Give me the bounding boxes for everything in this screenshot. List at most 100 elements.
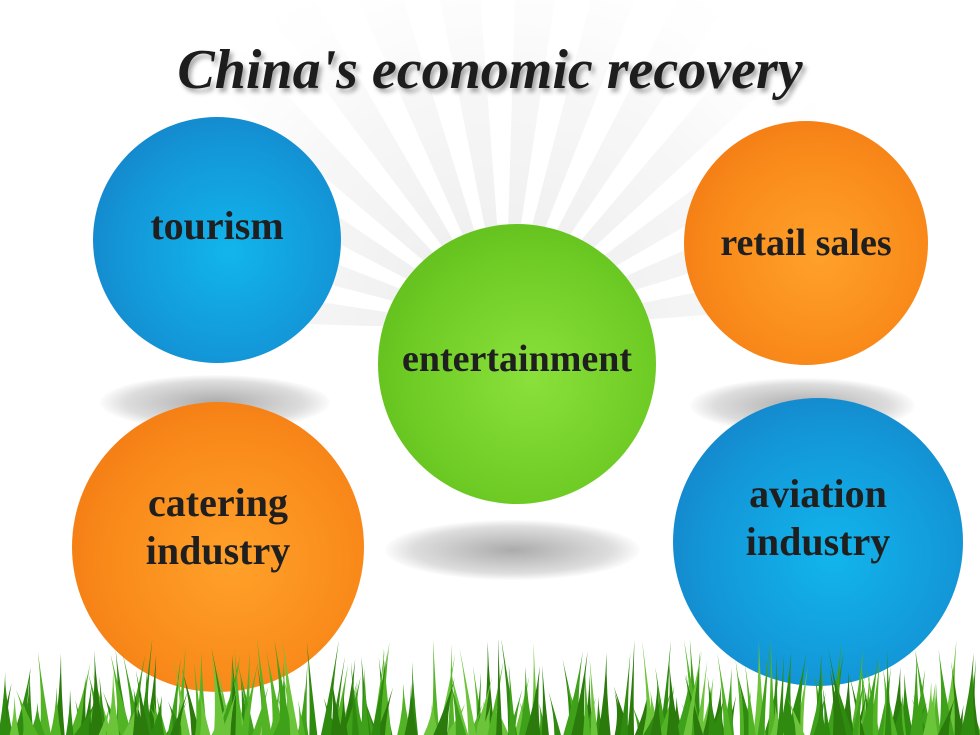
grass-blade — [122, 692, 143, 735]
grass-blade — [744, 663, 756, 735]
bubble-label: tourism — [150, 203, 284, 248]
grass-blade — [269, 680, 281, 735]
grass-blade — [778, 651, 793, 735]
grass-blade — [330, 677, 343, 735]
grass-blade — [65, 689, 74, 735]
grass-blade — [239, 659, 259, 735]
grass-blade — [371, 649, 388, 735]
grass-blade — [298, 700, 306, 735]
grass-blade — [468, 704, 483, 735]
grass-blade — [735, 659, 748, 735]
grass-blade — [404, 683, 418, 735]
grass-blade — [884, 648, 892, 735]
grass-blade — [106, 670, 120, 735]
grass-blade — [583, 670, 591, 735]
grass-blade — [501, 640, 518, 735]
grass-blade — [79, 675, 86, 735]
grass-blade — [890, 696, 904, 735]
grass-blade — [717, 653, 732, 735]
grass-blade — [375, 687, 394, 735]
bubble-label-line: industry — [145, 528, 291, 573]
grass-blade — [343, 676, 361, 735]
grass-blade — [538, 703, 549, 735]
grass-blade — [487, 660, 504, 735]
shadow-entertainment — [385, 520, 640, 580]
grass-blade — [0, 671, 8, 735]
grass-blade — [548, 692, 561, 735]
grass-blade — [9, 695, 19, 735]
grass-blade — [951, 661, 964, 735]
bubble-aviation-industry: aviation industry — [673, 398, 963, 686]
grass-blade — [459, 647, 477, 735]
grass-blade — [433, 677, 456, 735]
grass-blade — [496, 640, 503, 735]
grass-blade — [757, 640, 771, 735]
grass-blade — [74, 700, 96, 735]
grass-blade — [252, 686, 269, 735]
bubble-entertainment: entertainment — [378, 224, 656, 504]
grass-blade — [674, 680, 690, 735]
grass-blade — [655, 666, 668, 735]
grass-blade — [851, 675, 865, 735]
grass-border — [0, 640, 980, 735]
grass-blade — [69, 662, 91, 735]
grass-blade — [922, 681, 936, 735]
grass-blade — [776, 653, 785, 735]
grass-blade — [445, 703, 466, 735]
grass-blade — [479, 702, 492, 735]
bubble-label-line: industry — [745, 519, 891, 564]
bubble-tourism: tourism — [93, 117, 341, 363]
grass-blade — [220, 689, 237, 735]
grass-blade — [768, 640, 776, 735]
grass-blade — [15, 689, 39, 735]
grass-blade — [860, 654, 869, 735]
grass-blade — [794, 665, 808, 735]
grass-blade — [822, 685, 831, 735]
grass-blade — [541, 665, 549, 735]
grass-blade — [256, 640, 272, 735]
bubble-label: retail sales — [720, 222, 892, 264]
grass-blade — [89, 650, 105, 735]
grass-blade — [955, 704, 964, 735]
grass-blade — [306, 640, 318, 735]
bubble-label: entertainment — [401, 338, 633, 380]
bubble-label-line: catering — [148, 480, 288, 525]
grass-blade — [736, 671, 756, 735]
grass-blade — [237, 661, 256, 735]
grass-blade — [709, 697, 725, 735]
grass-blade — [914, 648, 933, 735]
grass-blade — [620, 652, 631, 735]
grass-blade — [181, 668, 201, 735]
grass-blade — [911, 669, 926, 735]
grass-blade — [922, 683, 938, 735]
grass-blade — [199, 687, 211, 735]
grass-blade — [683, 650, 702, 735]
grass-blade — [707, 676, 717, 735]
grass-blade — [722, 668, 734, 735]
grass-blade — [809, 669, 826, 735]
grass-blade — [666, 661, 680, 735]
grass-blade — [829, 668, 845, 735]
grass-blade — [650, 680, 662, 735]
grass-blade — [320, 640, 339, 735]
grass-blade — [211, 650, 227, 735]
grass-blade — [281, 670, 300, 735]
grass-blade — [423, 699, 440, 735]
grass-blade — [110, 654, 132, 735]
grass-blade — [50, 687, 62, 735]
grass-blade — [833, 674, 854, 735]
sun-ray — [0, 131, 505, 330]
grass-blade — [167, 701, 187, 735]
grass-blade — [234, 648, 243, 735]
grass-blade — [525, 666, 541, 735]
grass-blade — [170, 691, 188, 735]
grass-blade — [338, 691, 348, 735]
grass-blade — [642, 699, 649, 735]
bubble-retail-sales: retail sales — [684, 121, 928, 365]
grass-blade — [173, 659, 190, 735]
grass-blade — [614, 691, 631, 735]
grass-blade — [300, 661, 308, 735]
grass-blade — [868, 657, 881, 735]
grass-blade — [828, 648, 847, 735]
grass-blade — [449, 679, 467, 735]
